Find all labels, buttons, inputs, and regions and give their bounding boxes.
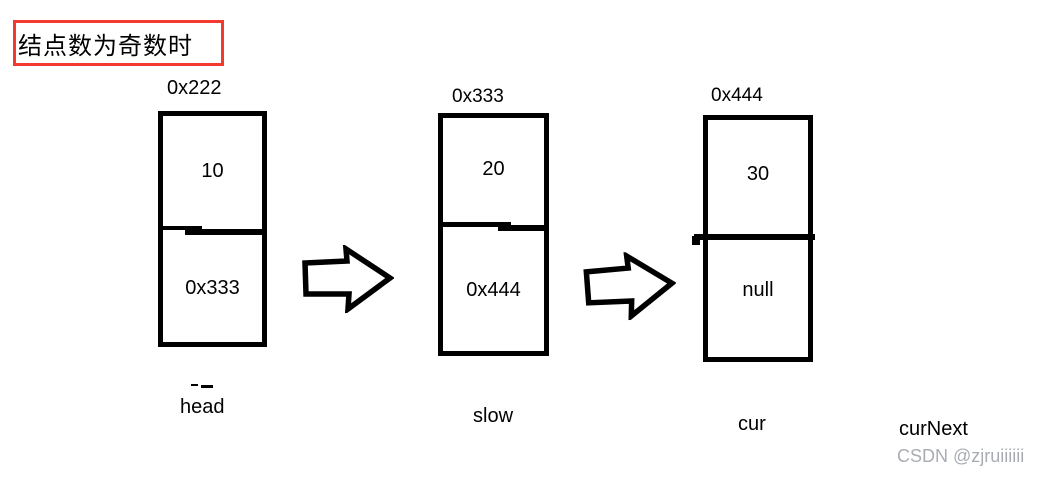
node-divider bbox=[694, 234, 815, 240]
node-address: 0x333 bbox=[452, 86, 504, 107]
node-address: 0x444 bbox=[711, 85, 763, 106]
pointer-label-slow: slow bbox=[473, 405, 514, 427]
node-divider bbox=[692, 236, 700, 245]
pointer-label-head: head bbox=[180, 396, 225, 418]
node-box: 30 null bbox=[692, 115, 815, 362]
node-divider bbox=[160, 226, 202, 230]
node-box: 10 0x333 bbox=[158, 111, 267, 347]
title-box: 结点数为奇数时 bbox=[13, 20, 224, 66]
block-arrow-right-icon bbox=[583, 250, 677, 322]
node-value: 20 bbox=[482, 158, 505, 180]
node-value: 30 bbox=[746, 162, 770, 185]
stray-pen-mark bbox=[201, 385, 213, 388]
node-value: 10 bbox=[201, 159, 224, 182]
pointer-label-cur: cur bbox=[738, 413, 766, 435]
node-divider bbox=[441, 222, 511, 227]
block-arrow-right-icon bbox=[302, 245, 394, 313]
stray-pen-mark bbox=[191, 384, 198, 386]
csdn-watermark: CSDN @zjruiiiiii bbox=[897, 446, 1025, 466]
diagram-title: 结点数为奇数时 bbox=[18, 31, 193, 60]
node-next-pointer: 0x444 bbox=[466, 279, 521, 301]
node-next-pointer: 0x333 bbox=[185, 276, 240, 299]
pointer-label-curnext: curNext bbox=[899, 418, 968, 440]
node-next-pointer: null bbox=[742, 278, 774, 301]
node-box: 20 0x444 bbox=[438, 113, 549, 356]
node-divider bbox=[498, 225, 546, 231]
node-address: 0x222 bbox=[167, 77, 222, 99]
node-divider bbox=[185, 229, 264, 235]
